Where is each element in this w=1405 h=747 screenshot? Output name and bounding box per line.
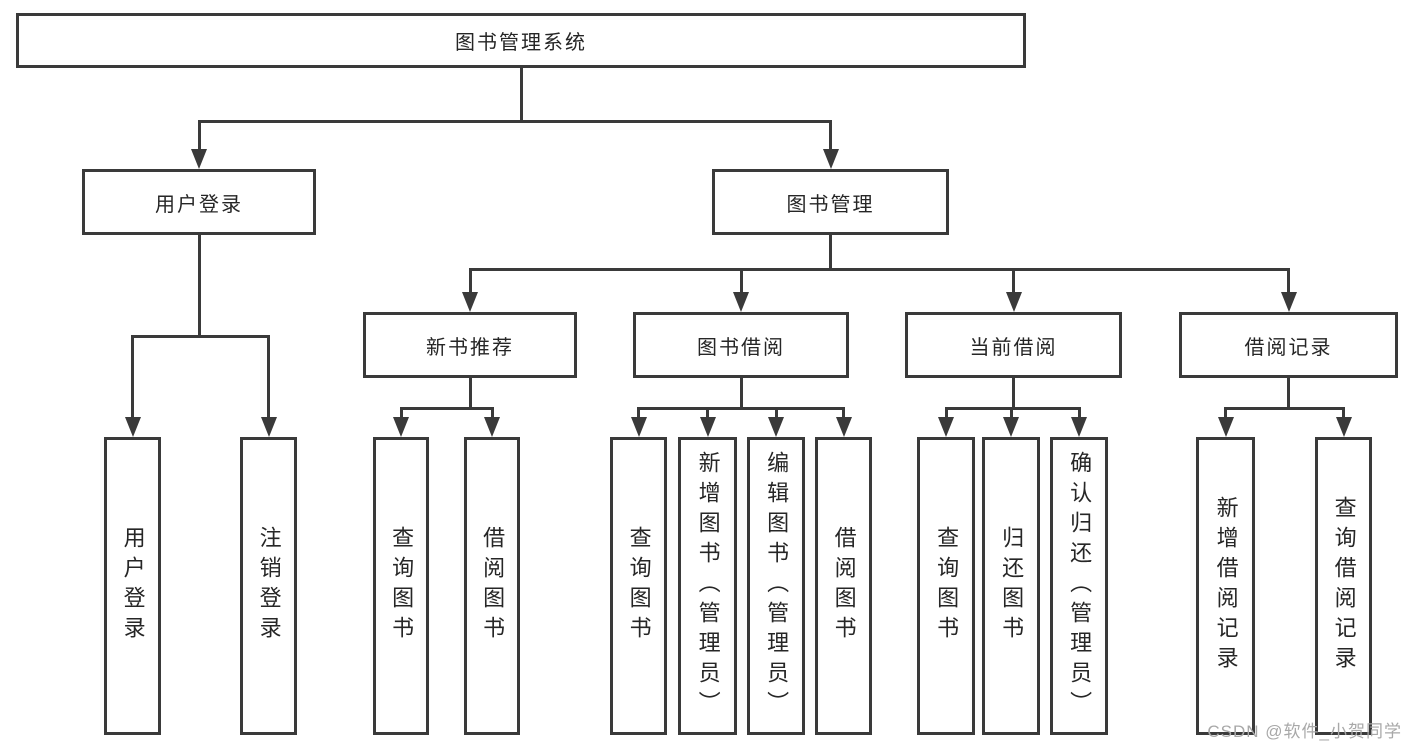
arrowhead-to-leaf-query-borrow-record (1335, 417, 1352, 437)
arrowhead-to-leaf-edit-books (768, 417, 784, 437)
connector-drop-to-book-borrow (739, 268, 743, 294)
connector-bus-current-borrow (944, 407, 1081, 410)
node-current-borrow: 当前借阅 (905, 312, 1122, 378)
connector-drop-borrow-records (1287, 377, 1290, 410)
node-leaf-confirm-return: 确认归还（管理员） (1050, 437, 1108, 735)
connector-drop-to-leaf-borrow-books-1 (490, 407, 494, 419)
arrowhead-to-leaf-query-books-2 (630, 417, 647, 437)
connector-drop-new-book-recommend (468, 377, 472, 410)
node-label-leaf-logout: 注销登录 (256, 526, 282, 646)
node-label-leaf-borrow-books-1: 借阅图书 (480, 526, 506, 646)
connector-bus-book-management (468, 268, 1290, 271)
connector-drop-to-borrow-records (1287, 268, 1290, 294)
arrowhead-to-leaf-borrow-books-2 (835, 417, 852, 437)
connector-bus-new-book-recommend (399, 407, 494, 410)
arrowhead-to-book-management (822, 149, 839, 169)
node-root: 图书管理系统 (16, 13, 1026, 68)
node-leaf-borrow-books-2: 借阅图书 (815, 437, 872, 735)
node-book-borrow: 图书借阅 (633, 312, 849, 378)
node-leaf-return-books: 归还图书 (982, 437, 1040, 735)
connector-drop-to-leaf-query-books-3 (944, 407, 948, 419)
arrowhead-to-leaf-query-books-1 (393, 417, 409, 437)
connector-bus-root (197, 120, 832, 123)
connector-drop-to-leaf-user-login (131, 335, 134, 419)
connector-drop-to-leaf-add-books (706, 407, 709, 419)
node-user-login: 用户登录 (82, 169, 316, 235)
node-label-leaf-add-borrow-record: 新增借阅记录 (1213, 496, 1239, 676)
node-leaf-borrow-books-1: 借阅图书 (464, 437, 520, 735)
connector-drop-to-leaf-query-books-1 (399, 407, 403, 419)
connector-drop-to-current-borrow (1012, 268, 1015, 294)
node-label-leaf-user-login: 用户登录 (120, 526, 146, 646)
arrowhead-to-borrow-records (1280, 292, 1297, 312)
node-leaf-logout: 注销登录 (240, 437, 297, 735)
arrowhead-to-leaf-query-books-3 (938, 417, 954, 437)
node-label-leaf-add-books: 新增图书（管理员） (695, 451, 721, 721)
node-label-new-book-recommend: 新书推荐 (426, 336, 514, 359)
arrowhead-to-user-login (191, 149, 207, 169)
node-label-leaf-return-books: 归还图书 (999, 526, 1025, 646)
node-leaf-user-login: 用户登录 (104, 437, 161, 735)
connector-drop-to-new-book-recommend (468, 268, 472, 294)
node-label-borrow-records: 借阅记录 (1244, 336, 1333, 359)
connector-drop-to-leaf-query-books-2 (637, 407, 640, 419)
connector-drop-to-leaf-borrow-books-2 (842, 407, 845, 419)
node-label-leaf-query-books-2: 查询图书 (626, 526, 652, 646)
connector-drop-to-leaf-add-borrow-record (1224, 407, 1227, 419)
connector-bus-user-login (131, 335, 270, 338)
node-label-leaf-query-books-1: 查询图书 (389, 526, 415, 646)
node-label-leaf-query-books-3: 查询图书 (934, 526, 960, 646)
node-label-leaf-confirm-return: 确认归还（管理员） (1067, 451, 1093, 721)
node-borrow-records: 借阅记录 (1179, 312, 1398, 378)
node-leaf-add-borrow-record: 新增借阅记录 (1196, 437, 1255, 735)
arrowhead-to-new-book-recommend (462, 292, 478, 312)
connector-drop-to-leaf-edit-books (774, 407, 778, 419)
connector-bus-borrow-records (1224, 407, 1345, 410)
arrowhead-to-leaf-add-books (699, 417, 716, 437)
node-label-root: 图书管理系统 (455, 32, 587, 54)
arrowhead-to-leaf-logout (260, 417, 277, 437)
connector-drop-to-leaf-query-borrow-record (1342, 407, 1345, 419)
arrowhead-to-leaf-add-borrow-record (1217, 417, 1234, 437)
node-new-book-recommend: 新书推荐 (363, 312, 577, 378)
node-label-current-borrow: 当前借阅 (969, 336, 1058, 359)
connector-drop-book-management (829, 234, 832, 271)
node-label-leaf-borrow-books-2: 借阅图书 (831, 526, 857, 646)
node-leaf-edit-books: 编辑图书（管理员） (747, 437, 805, 735)
node-leaf-query-books-2: 查询图书 (610, 437, 667, 735)
arrowhead-to-book-borrow (733, 292, 749, 312)
connector-drop-to-leaf-return-books (1009, 407, 1013, 419)
connector-bus-book-borrow (637, 407, 845, 410)
node-book-management: 图书管理 (712, 169, 949, 235)
connector-drop-user-login (197, 234, 201, 338)
connector-drop-root (519, 67, 523, 123)
node-label-book-borrow: 图书借阅 (697, 336, 785, 359)
connector-drop-to-user-login (197, 120, 201, 151)
connector-drop-book-borrow (739, 377, 743, 410)
arrowhead-to-current-borrow (1005, 292, 1022, 312)
node-label-leaf-query-borrow-record: 查询借阅记录 (1331, 496, 1357, 676)
csdn-watermark: CSDN @软件_小贺同学 (1207, 722, 1402, 741)
node-leaf-query-books-3: 查询图书 (917, 437, 975, 735)
connector-drop-to-leaf-confirm-return (1077, 407, 1081, 419)
node-leaf-query-borrow-record: 查询借阅记录 (1315, 437, 1372, 735)
arrowhead-to-leaf-borrow-books-1 (484, 417, 500, 437)
arrowhead-to-leaf-return-books (1003, 417, 1019, 437)
node-label-leaf-edit-books: 编辑图书（管理员） (764, 451, 790, 721)
connector-drop-to-leaf-logout (267, 335, 270, 419)
node-leaf-add-books: 新增图书（管理员） (678, 437, 737, 735)
node-label-user-login: 用户登录 (155, 193, 243, 216)
connector-drop-to-book-management (829, 120, 832, 151)
node-label-book-management: 图书管理 (786, 193, 875, 216)
node-leaf-query-books-1: 查询图书 (373, 437, 429, 735)
connector-drop-current-borrow (1012, 377, 1015, 410)
arrowhead-to-leaf-confirm-return (1071, 417, 1087, 437)
arrowhead-to-leaf-user-login (124, 417, 141, 437)
